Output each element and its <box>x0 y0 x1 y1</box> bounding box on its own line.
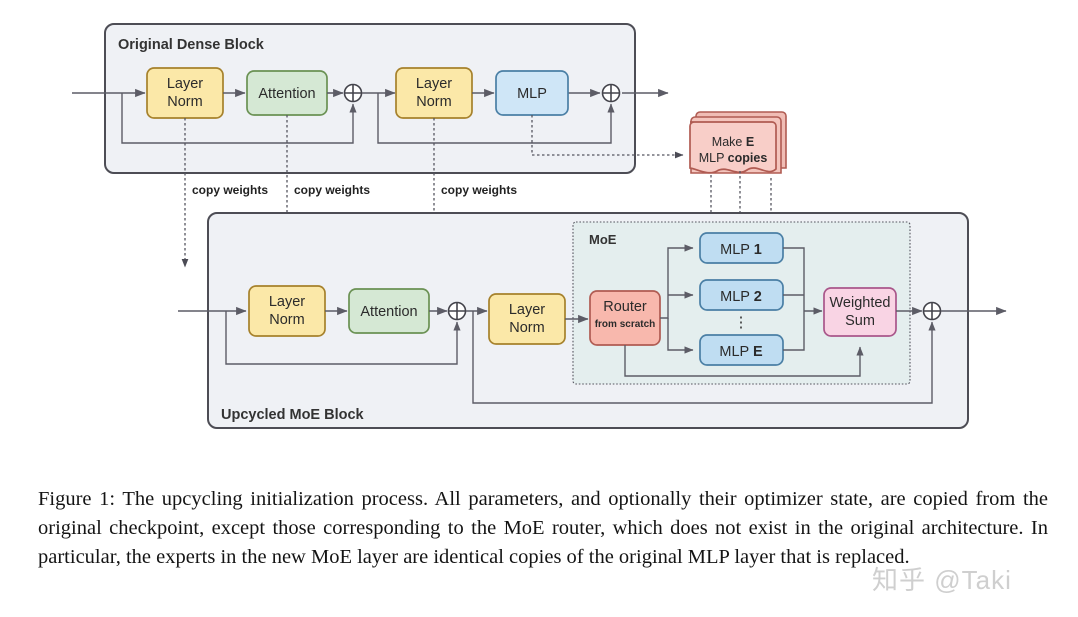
moe-weighted-sum <box>823 287 897 337</box>
copy-weight-connectors: copy weights copy weights copy weights <box>181 115 517 268</box>
copy-weights-label-2: copy weights <box>294 183 370 197</box>
moe-router-label: Router <box>603 299 647 315</box>
moe-residual-add-1 <box>447 301 467 321</box>
dense-mlp-label: MLP <box>517 86 547 102</box>
moe-weighted-sum-label: Weighted <box>830 295 891 311</box>
moe-region-label: MoE <box>589 232 617 247</box>
copy-weights-label-3: copy weights <box>441 183 517 197</box>
moe-skip-connection-2 <box>472 311 936 404</box>
router-to-mlp1 <box>660 244 694 319</box>
moe-attention-label: Attention <box>360 304 417 320</box>
moe-expert-mlp-2-label: MLP 2 <box>720 289 762 305</box>
moe-layer-norm-1-label2: Norm <box>269 312 304 328</box>
dense-layer-norm-1-label2: Norm <box>167 94 202 110</box>
dense-skip-connection-2 <box>377 93 615 144</box>
router-to-mlpE <box>667 318 694 354</box>
dense-layer-norm-1-label: Layer <box>167 76 203 92</box>
dense-block-title: Original Dense Block <box>118 37 265 53</box>
dense-attention-label: Attention <box>258 86 315 102</box>
mlp1-to-sum-line <box>783 247 805 311</box>
moe-skip-connection-1 <box>225 311 461 365</box>
dense-residual-add-2 <box>601 83 621 103</box>
original-dense-block: Original Dense Block Layer Norm Attentio… <box>72 23 669 174</box>
mlp-to-copies-connector <box>531 115 684 159</box>
moe-experts-ellipsis: ⋮ <box>734 315 749 331</box>
copies-label-line1: Make E <box>712 135 754 149</box>
dense-residual-add-1 <box>343 83 363 103</box>
moe-layer-norm-2-label2: Norm <box>509 320 544 336</box>
copies-label-line2: MLP copies <box>699 151 768 165</box>
router-gates-to-weighted-sum <box>624 345 864 377</box>
make-copies-node: Make E MLP copies <box>689 111 787 174</box>
dense-skip-connection-1 <box>121 93 357 144</box>
moe-layer-norm-1-label: Layer <box>269 294 305 310</box>
moe-weighted-sum-label2: Sum <box>845 313 875 329</box>
moe-expert-mlp-1-label: MLP 1 <box>720 242 762 258</box>
dense-layer-norm-2-label: Layer <box>416 76 452 92</box>
copies-stack-front <box>689 121 777 174</box>
moe-layer-norm-2-label: Layer <box>509 302 545 318</box>
moe-block-title: Upcycled MoE Block <box>221 407 365 423</box>
upcycled-moe-block: Upcycled MoE Block MoE Layer Norm Attent… <box>178 212 1007 429</box>
moe-router-sublabel: from scratch <box>595 319 656 330</box>
figure-caption: Figure 1: The upcycling initialization p… <box>38 488 1048 569</box>
architecture-diagram: Original Dense Block Layer Norm Attentio… <box>72 23 1007 429</box>
dense-layer-norm-2-label2: Norm <box>416 94 451 110</box>
moe-expert-mlp-e-label: MLP E <box>719 344 763 360</box>
dense-block-container <box>104 23 636 174</box>
moe-residual-add-2 <box>922 301 942 321</box>
mlpE-to-sum-line <box>783 311 805 351</box>
copy-weights-label-1: copy weights <box>192 183 268 197</box>
